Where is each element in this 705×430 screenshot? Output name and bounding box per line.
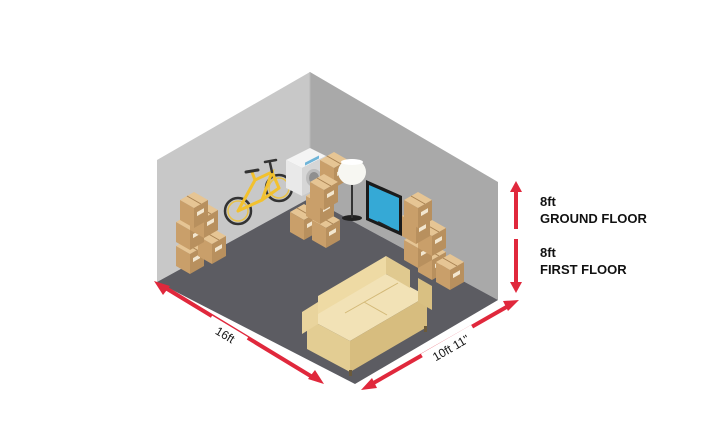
bicycle-icon bbox=[223, 158, 294, 226]
floor-height-labels: 8ft GROUND FLOOR 8ft FIRST FLOOR bbox=[540, 194, 647, 277]
right-wall bbox=[310, 72, 498, 300]
height-dimension bbox=[510, 181, 522, 293]
first-floor-height: 8ft bbox=[540, 245, 557, 260]
sofa-icon bbox=[302, 256, 432, 376]
ground-floor-height: 8ft bbox=[540, 194, 557, 209]
ground-floor-label: GROUND FLOOR bbox=[540, 211, 647, 226]
first-floor-label: FIRST FLOOR bbox=[540, 262, 627, 277]
floor-lamp-icon bbox=[338, 159, 366, 221]
width-dimension: 16ft bbox=[154, 281, 324, 384]
television-icon bbox=[366, 180, 402, 236]
